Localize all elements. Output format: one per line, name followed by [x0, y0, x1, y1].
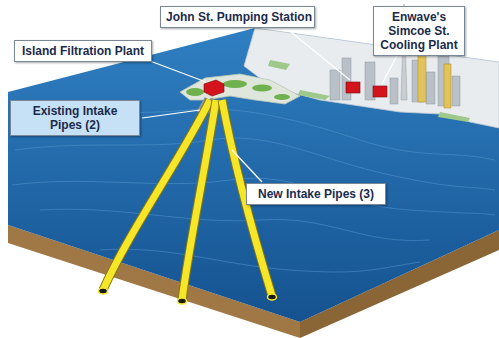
- callout-box: Existing Intake Pipes (2): [10, 100, 140, 136]
- city-towers: [418, 50, 451, 108]
- city-skyline: [330, 56, 460, 106]
- island-trees: [186, 80, 290, 100]
- label-text: Island Filtration Plant: [20, 44, 146, 58]
- label-text: Enwave's Simcoe St. Cooling Plant: [379, 10, 459, 52]
- label-text: New Intake Pipes (3): [252, 187, 380, 201]
- callout-box: New Intake Pipes (3): [246, 183, 386, 205]
- label-box: Enwave's Simcoe St. Cooling Plant: [373, 6, 465, 56]
- label-text: John St. Pumping Station: [166, 10, 309, 24]
- plant-buildings: [204, 80, 387, 97]
- label-box: Island Filtration Plant: [14, 40, 152, 62]
- leader-lines: [142, 28, 402, 182]
- lake-surface: [8, 28, 499, 322]
- pipe-ends: [99, 288, 277, 304]
- label-box: John St. Pumping Station: [160, 6, 315, 28]
- label-text: Existing Intake Pipes (2): [16, 104, 134, 132]
